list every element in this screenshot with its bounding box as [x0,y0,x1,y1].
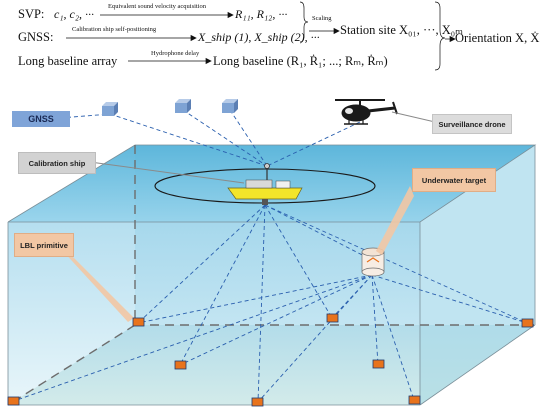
ship-deck-house [275,180,291,189]
transponder-6 [408,395,421,405]
ship-link-5 [264,204,373,261]
ship-pointer [89,161,245,184]
calibration-ship-label: Calibration ship [28,158,86,168]
brace-left [299,1,309,43]
orientation-result: Orientation X, Ẋ [455,31,540,45]
lbl-primitive-callout: LBL primitive [14,233,74,257]
transponders [7,313,534,407]
bottom-right-edge [419,324,536,406]
gnss-satellite-1 [102,102,118,116]
svp-arrowhead [227,11,234,19]
calibration-ship-icon [227,163,303,205]
ship-antenna [264,163,270,169]
target-link-6 [371,274,415,401]
transponder-1 [132,317,145,327]
gnss-callout: GNSS [12,111,70,127]
svp-label: SVP: [18,7,45,21]
ship-link-1 [137,204,266,324]
target-link-1 [13,274,373,402]
water-right-wall [420,145,535,405]
orientation-arrowhead [449,35,456,43]
surveillance-drone-label: Surveillance drone [438,119,506,129]
brace-right [434,1,446,71]
gnss-output: X_ship (1), X_ship (2), ··· [198,30,320,44]
gnss-arrow-text: Calibration ship self-positioning [72,26,157,33]
transponder-8 [7,396,20,406]
ship-link-2 [179,204,266,366]
svp-output: R₁₁, R₁₂, ··· [235,7,288,21]
target-link-4 [331,274,373,319]
surveillance-drone-icon [335,99,398,125]
gnss-link-2 [182,109,268,167]
target-link-7 [371,274,528,324]
target-link-5 [371,274,379,365]
gnss-callout-label: GNSS [28,114,54,124]
signal-lines [13,109,528,403]
gnss-arrowhead [190,34,197,42]
lbl-pointer [62,250,134,322]
ship-link-3 [257,204,266,403]
transponder-4 [326,313,339,323]
underwater-target-callout: Underwater target [412,168,496,192]
target-link-3 [257,274,373,403]
lbl-primitive-label: LBL primitive [20,240,68,250]
ship-link-6 [264,204,528,324]
lbl-array-label: Long baseline array [18,54,118,68]
svp-arrow-text: Equivalent sound velocity acquisition [108,3,207,10]
gnss-satellites [102,99,238,116]
scaling-arrowhead [333,27,340,35]
calibration-ship-callout: Calibration ship [18,152,96,174]
ship-hull [227,187,303,200]
transponder-5 [372,359,385,369]
water-front-wall [8,222,420,405]
surveillance-drone-callout: Surveillance drone [432,114,512,134]
gnss-satellite-3 [222,99,238,113]
lbl-output: Long baseline (R₁, Ṙ₁; ...; Rₘ, Ṙₘ) [213,54,388,68]
drone-link [266,121,361,167]
underwater-target-label: Underwater target [421,175,487,185]
equation-arrows [66,1,456,71]
svp-inputs: c₁, c₂, ··· [54,7,94,21]
scaling-text: Scaling [312,15,332,22]
gnss-satellite-2 [175,99,191,113]
drone-pointer [391,111,436,123]
target-pointer [376,186,414,255]
ship-cabin [245,179,273,189]
transponder-7 [521,318,534,328]
gnss-eq-label: GNSS: [18,30,54,44]
ship-transducer [262,199,268,205]
target-link-2 [179,274,373,366]
lbl-arrowhead [205,57,212,65]
transponder-2 [174,360,187,370]
transponder-3 [251,397,264,407]
lbl-arrow-text: Hydrophone delay [151,50,200,57]
target-link-8 [137,274,373,324]
ship-link-4 [264,204,333,319]
underwater-target-icon [361,247,385,277]
left-bottom-edge [7,324,136,406]
station-site: Station site X₀₁, ···, X₀ₘ [340,23,463,37]
